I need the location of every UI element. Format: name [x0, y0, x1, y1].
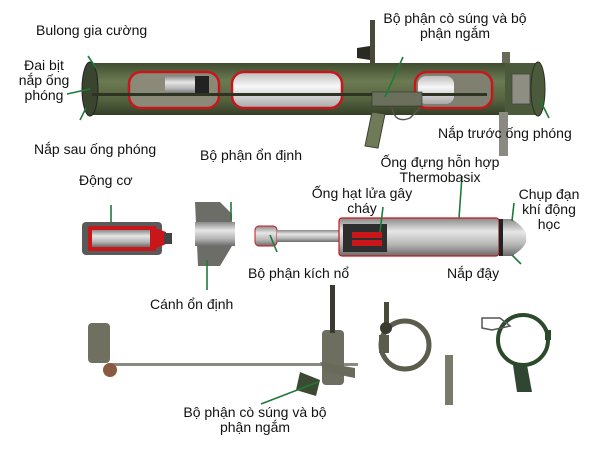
leader-lines — [66, 55, 550, 405]
label-line: học — [537, 216, 561, 232]
stabilizer-fins — [195, 202, 235, 266]
label-chup-dan: Chụp đạn khí động học — [510, 187, 588, 232]
sight-eyepiece — [357, 46, 370, 60]
mount-ring-2 — [481, 313, 551, 392]
leader-bulong — [87, 55, 97, 69]
label-line: Thermobasix — [399, 169, 481, 185]
label-dong-co: Động cơ — [79, 172, 133, 188]
trigger-housing — [371, 91, 423, 107]
label-line: Bộ phận cò súng và bộ — [183, 404, 327, 420]
label-bo-phan-on-dinh: Bộ phận ổn định — [200, 147, 302, 163]
label-line: khí động — [522, 201, 576, 217]
leader-ong-hat — [379, 206, 384, 233]
leader-co-sung-top — [384, 56, 404, 98]
leader-nap-truoc — [539, 99, 550, 119]
label-line: Ống đựng hỗn hợp — [380, 154, 500, 170]
cutaway-window-warhead — [230, 70, 344, 110]
label-line: nắp ống — [18, 72, 70, 88]
label-co-sung-top: Bộ phận cò súng và bộ phận ngắm — [340, 11, 570, 41]
label-line: Đai bịt — [24, 57, 64, 73]
leader-co-sung-bottom — [260, 381, 319, 405]
label-line: cháy — [347, 200, 377, 216]
label-nap-truoc-ong-phong: Nắp trước ống phóng — [438, 125, 572, 141]
label-bo-phan-kich-no: Bộ phận kích nổ — [248, 265, 350, 281]
label-line: phận ngắm — [419, 25, 491, 41]
label-dai-bit-nap-ong-phong: Đai bịt nắp ống phóng — [16, 58, 72, 103]
pistol-grip — [364, 111, 386, 149]
sight-post — [370, 20, 375, 70]
front-support — [499, 112, 508, 156]
leader-nap-day — [511, 254, 522, 265]
leader-nap-sau — [79, 107, 87, 121]
label-bulong-gia-cuong: Bulong gia cường — [36, 22, 148, 38]
leader-chup-dan — [511, 202, 515, 222]
label-nap-sau-ong-phong: Nắp sau ống phóng — [34, 141, 157, 157]
label-co-sung-bottom: Bộ phận cò súng và bộ phận ngắm — [165, 405, 345, 435]
leader-ong-dung — [458, 175, 463, 219]
leader-kich-no — [269, 234, 278, 253]
label-ong-dung-thermobasix: Ống đựng hỗn hợp Thermobasix — [370, 155, 510, 185]
label-line: Bộ phận cò súng và bộ — [383, 10, 527, 26]
launcher-tube — [81, 20, 546, 156]
label-line: phận ngắm — [219, 419, 291, 435]
label-line: Chụp đạn — [518, 186, 580, 202]
rocket-motor — [82, 222, 172, 255]
front-sight — [502, 52, 510, 66]
mount-ring-1 — [378, 302, 453, 405]
label-ong-hat-lua: Ống hạt lửa gây cháy — [302, 186, 422, 216]
sight-rod-assembly — [88, 285, 358, 396]
label-nap-day: Nắp đậy — [447, 265, 500, 281]
leader-dai-bit — [66, 88, 91, 95]
label-line: Ống hạt lửa gây — [311, 185, 413, 201]
label-canh-on-dinh: Cánh ổn định — [150, 296, 234, 312]
label-line: phóng — [24, 87, 64, 103]
warhead-assembly — [254, 217, 527, 257]
